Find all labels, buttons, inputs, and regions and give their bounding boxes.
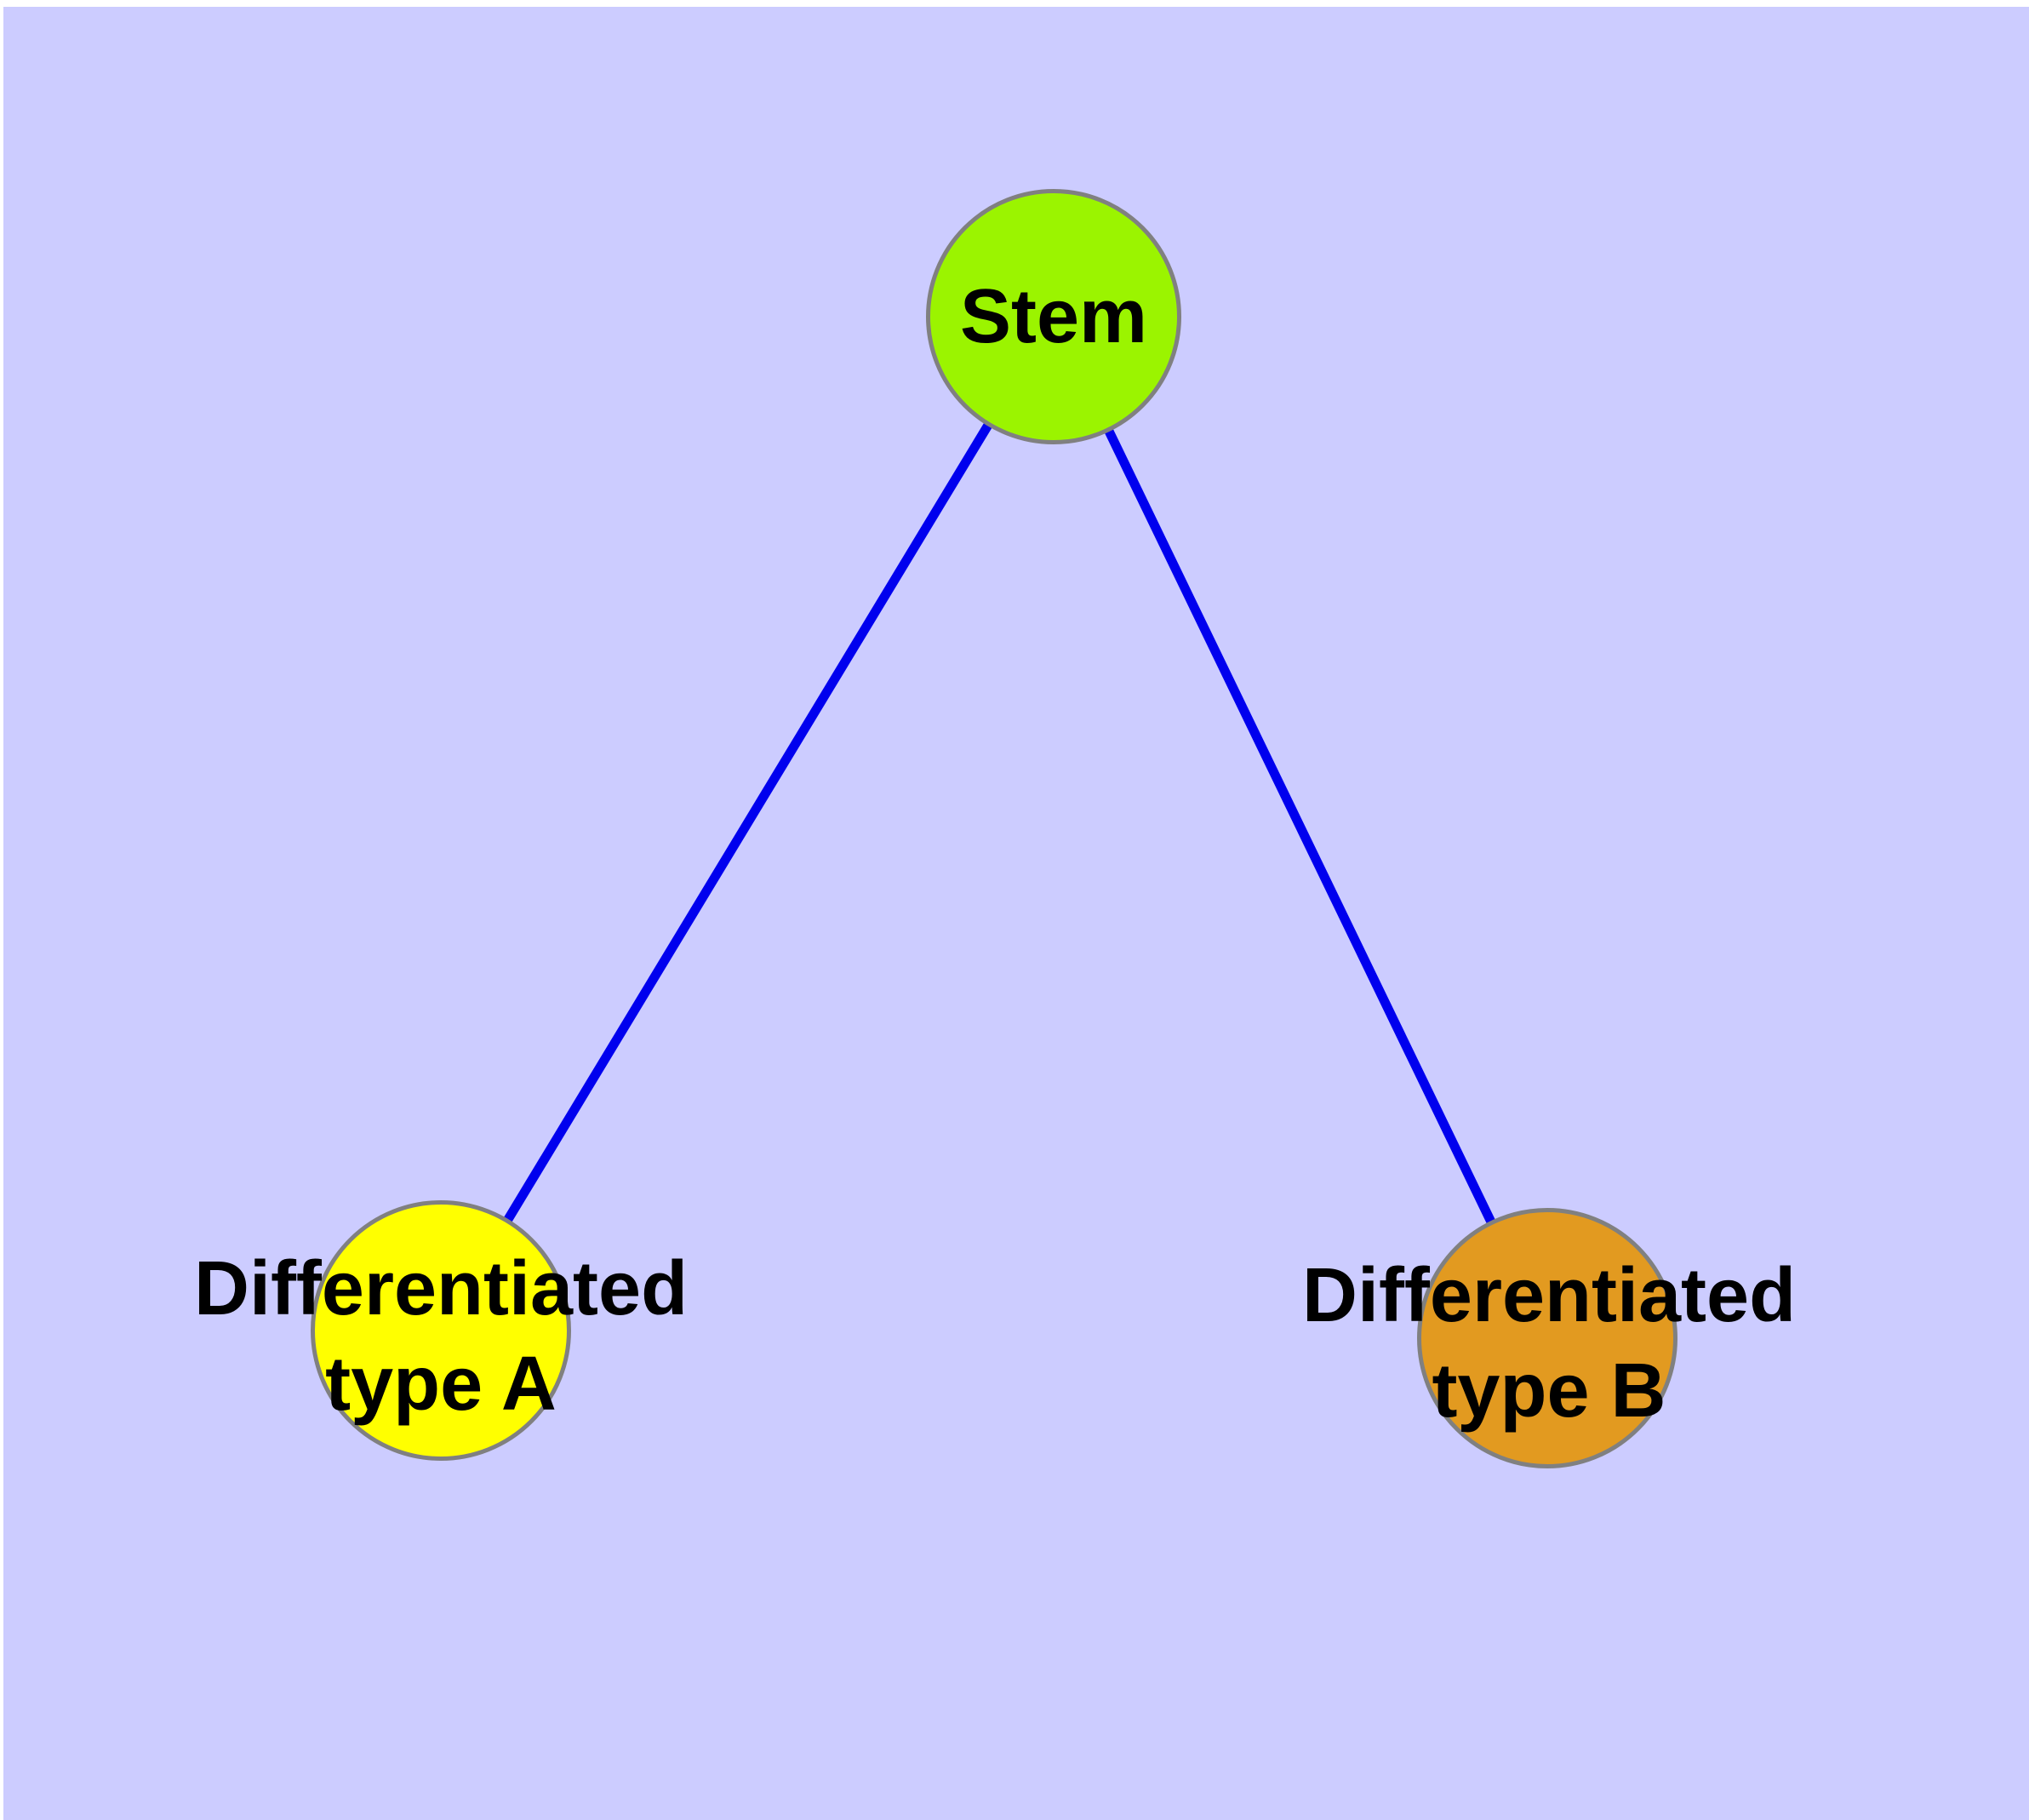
edge-stem-to-type-a: [437, 314, 1058, 1333]
node-stem-label: Stem: [959, 274, 1148, 359]
label-line: Differentiated: [193, 1246, 689, 1331]
node-differentiated-type-a: [311, 1200, 571, 1461]
edge-stem-to-type-b: [1049, 314, 1552, 1341]
node-stem: Stem: [926, 189, 1181, 444]
node-differentiated-type-b-label: Differentiated type B: [1302, 1248, 1796, 1439]
node-differentiated-type-b: [1417, 1208, 1677, 1468]
label-line: type B: [1432, 1348, 1666, 1434]
node-differentiated-type-a-label: Differentiated type A: [194, 1241, 688, 1432]
label-line: Differentiated: [1301, 1253, 1797, 1338]
label-line: type A: [325, 1342, 557, 1427]
